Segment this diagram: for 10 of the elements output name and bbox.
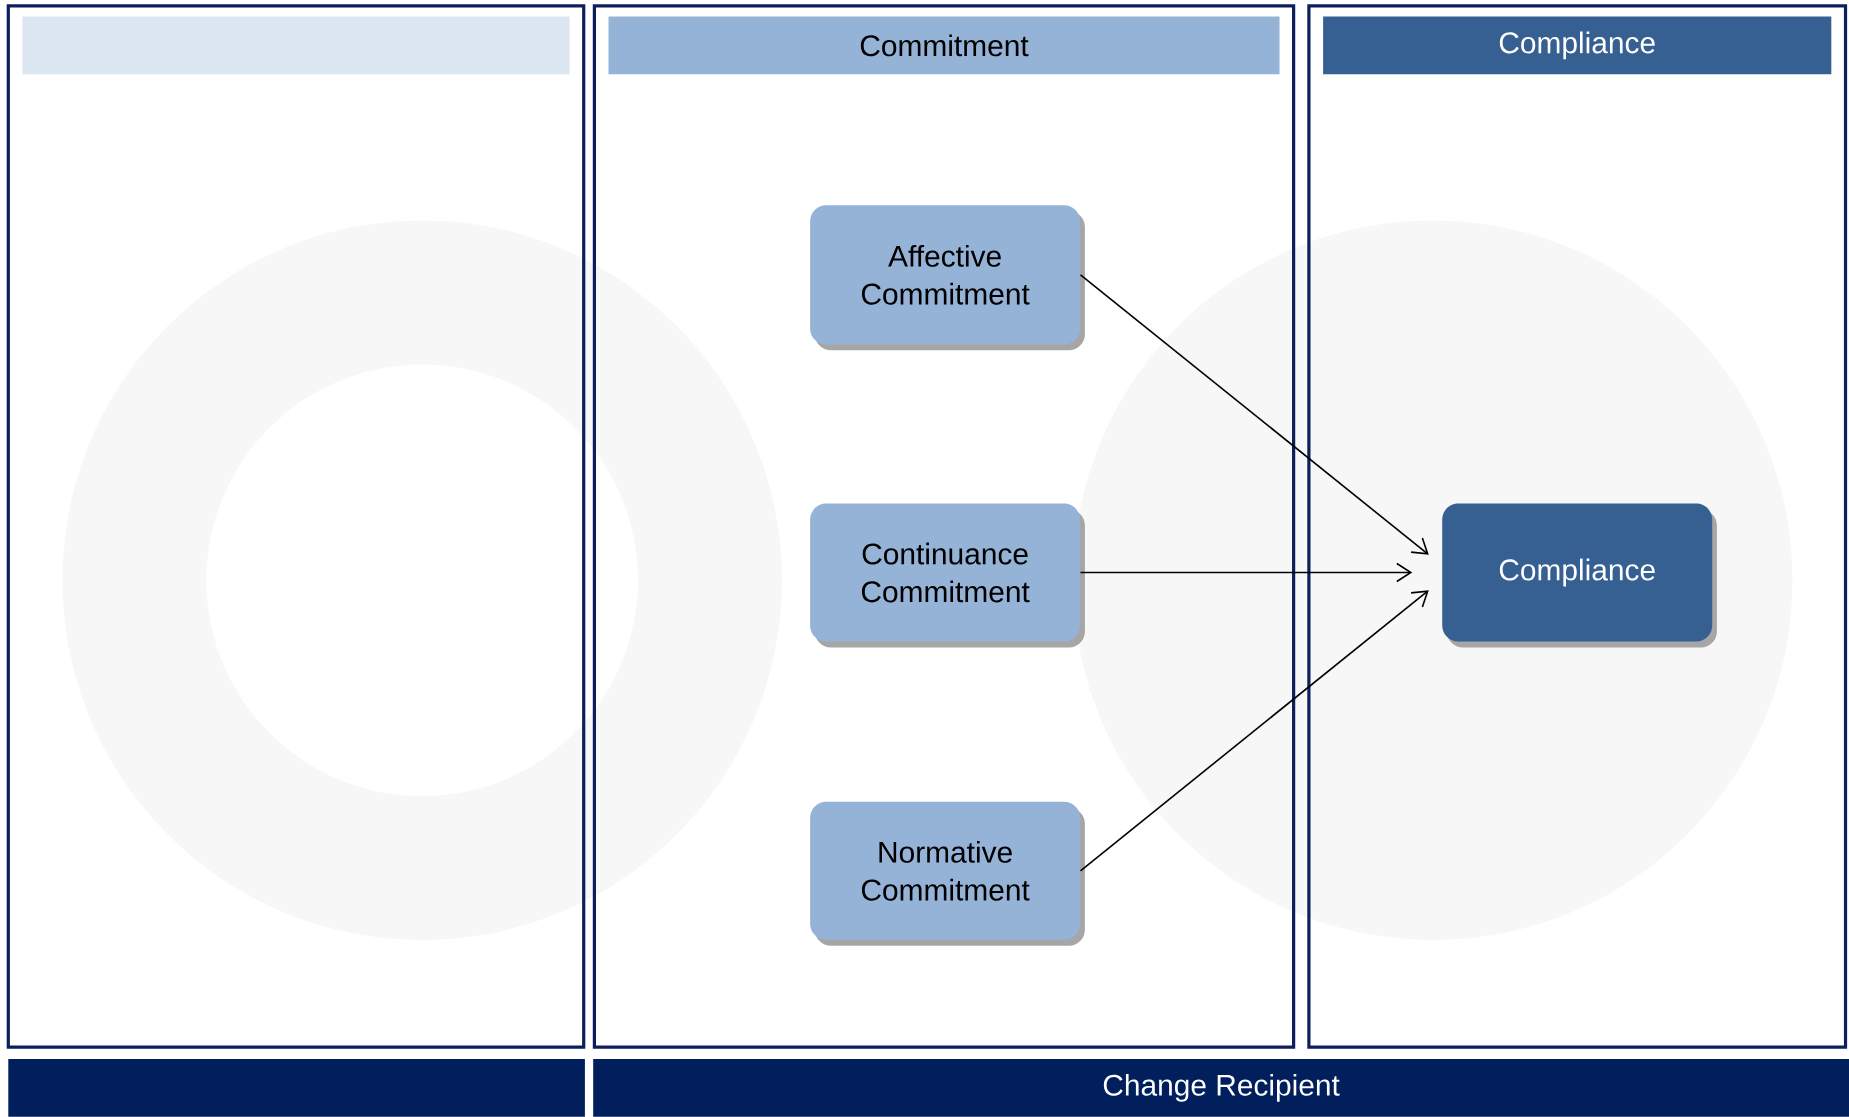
arrow bbox=[1079, 590, 1429, 872]
footer-bar bbox=[8, 1058, 585, 1117]
process-box: Affective Commitment bbox=[810, 205, 1085, 351]
arrow bbox=[1079, 274, 1429, 555]
process-box: Normative Commitment bbox=[810, 801, 1085, 946]
footer-bar: Change Recipient bbox=[593, 1058, 1849, 1117]
column-panel bbox=[6, 4, 586, 1049]
process-box: Compliance bbox=[1442, 503, 1717, 648]
process-box: Continuance Commitment bbox=[810, 503, 1085, 648]
arrow bbox=[1079, 562, 1413, 583]
